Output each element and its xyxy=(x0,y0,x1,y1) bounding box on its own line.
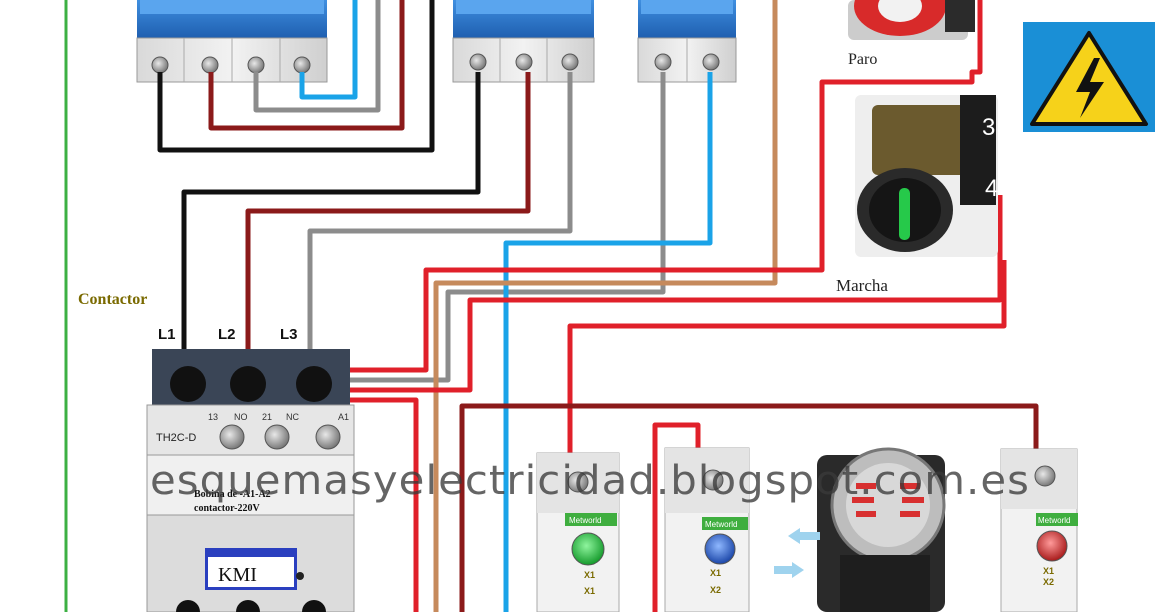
stop-pushbutton-icon xyxy=(848,0,975,40)
contactor-label: Contactor xyxy=(78,291,147,308)
terminal-no-label: NO xyxy=(234,412,248,422)
lamp-red-x1: X1 xyxy=(1043,566,1054,576)
l3-label: L3 xyxy=(280,326,298,343)
pushbutton-terminal-3: 3 xyxy=(982,114,995,141)
indicator-lamp-green xyxy=(536,452,620,612)
terminal-21-label: 21 xyxy=(262,412,272,422)
model-label: TH2C-D xyxy=(156,432,196,444)
indicator-lamp-blue xyxy=(664,447,750,612)
lamp-green-x2: X1 xyxy=(584,586,595,596)
start-pushbutton-icon xyxy=(855,95,998,257)
wire-black-l1 xyxy=(181,72,481,350)
kmi-label: KMI xyxy=(218,564,257,586)
wire-blue-feed xyxy=(299,0,358,100)
indicator-lamp-red xyxy=(1000,448,1078,612)
pushbutton-terminal-4: 4 xyxy=(985,175,998,202)
terminal-a1-label: A1 xyxy=(338,412,349,422)
terminal-13-label: 13 xyxy=(208,412,218,422)
wire-maroon-feed xyxy=(208,0,405,131)
breaker-4p xyxy=(136,0,328,83)
lamp-brand-blue: Metworld xyxy=(705,520,737,529)
lamp-red-x2: X2 xyxy=(1043,577,1054,587)
coil-label-2: contactor-220V xyxy=(194,503,260,514)
lamp-brand-green: Metworld xyxy=(569,516,601,525)
wire-red-coil xyxy=(330,397,419,612)
siren-icon xyxy=(817,447,946,612)
terminal-nc-label: NC xyxy=(286,412,299,422)
contactor xyxy=(146,349,355,612)
wire-gray-l3 xyxy=(307,72,573,350)
lamp-blue-x2: X2 xyxy=(710,585,721,595)
arrow-left-icon xyxy=(788,528,820,544)
start-label: Marcha xyxy=(836,276,888,295)
arrow-right-icon xyxy=(774,562,804,578)
wire-red-lamp xyxy=(567,260,1007,455)
wire-brown xyxy=(433,0,778,612)
stop-label: Paro xyxy=(848,51,877,68)
watermark: esquemasyelectricidad.blogspot.com.es xyxy=(150,458,1030,504)
high-voltage-warning-icon xyxy=(1023,22,1155,132)
coil-label-1: Bobina de -A1-A2 xyxy=(194,489,271,500)
breaker-2p xyxy=(637,0,737,83)
wire-gray-feed xyxy=(253,0,381,113)
wire-maroon-lamp xyxy=(459,403,1039,612)
wire-black-feed xyxy=(157,0,435,153)
lamp-green-x1: X1 xyxy=(584,570,595,580)
wire-red-lamp2 xyxy=(652,422,701,612)
l2-label: L2 xyxy=(218,326,236,343)
lamp-blue-x1: X1 xyxy=(710,568,721,578)
wire-blue-neutral xyxy=(503,72,713,612)
wire-maroon-l2 xyxy=(245,72,531,350)
lamp-brand-red: Metworld xyxy=(1038,516,1070,525)
l1-label: L1 xyxy=(158,326,176,343)
breaker-3p xyxy=(452,0,595,83)
